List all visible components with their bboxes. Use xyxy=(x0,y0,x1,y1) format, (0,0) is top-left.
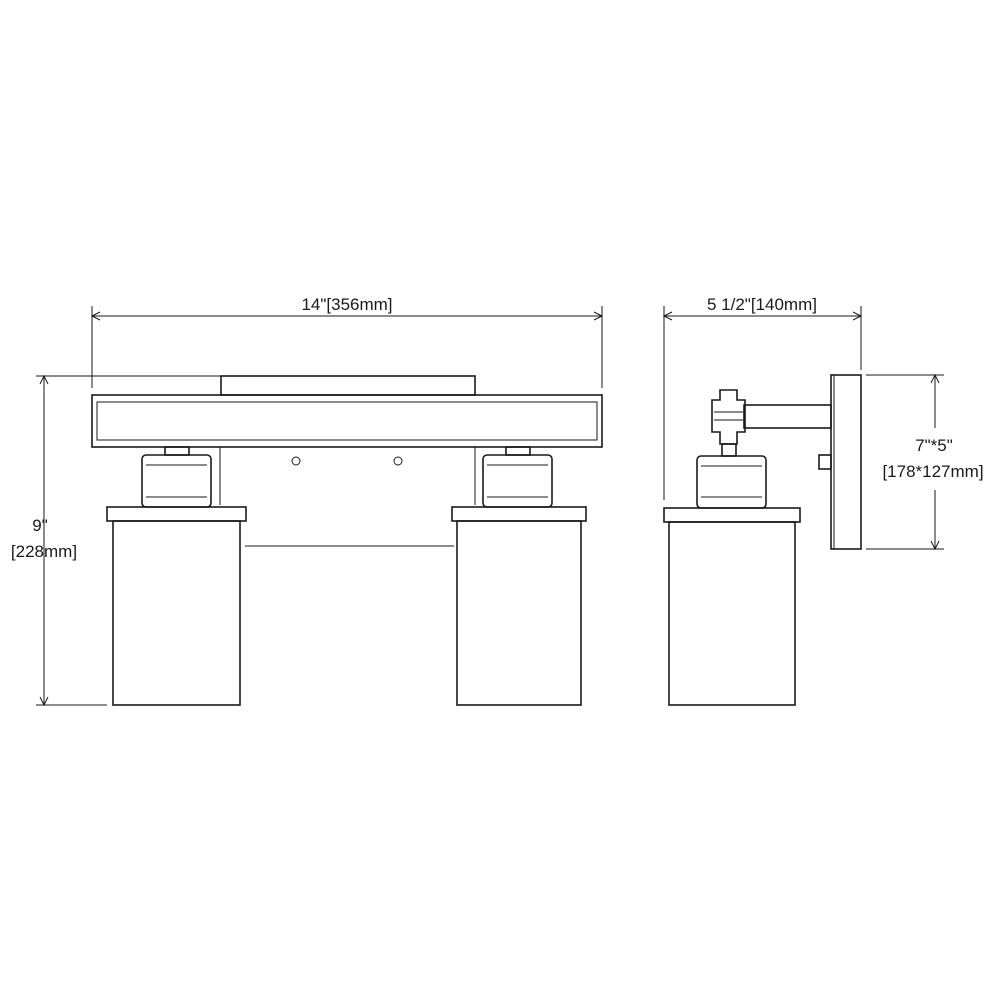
side-socket xyxy=(696,455,767,509)
depth-label: 5 1/2"[140mm] xyxy=(707,295,817,314)
left-shade xyxy=(106,506,247,706)
height-dimension xyxy=(36,374,221,707)
side-shade-rim xyxy=(663,507,801,523)
side-arm xyxy=(743,404,832,429)
mounting-screw-right xyxy=(393,456,403,466)
mounting-plate xyxy=(220,375,476,396)
left-socket xyxy=(141,446,212,508)
backplate-label-in: 7"*5" xyxy=(915,436,953,455)
height-label-in: 9" xyxy=(32,516,48,535)
height-label-mm: [228mm] xyxy=(11,542,77,561)
side-knuckle xyxy=(711,389,746,445)
side-stem xyxy=(721,443,737,457)
side-view xyxy=(663,374,862,706)
side-shade xyxy=(668,521,796,706)
right-shade xyxy=(451,506,587,706)
side-wall-plate xyxy=(830,374,862,550)
right-socket xyxy=(482,446,553,508)
main-bar xyxy=(91,394,603,448)
main-bar-inner xyxy=(96,401,598,441)
backplate-dimension xyxy=(866,373,944,551)
backplate-label-mm: [178*127mm] xyxy=(882,462,983,481)
depth-dimension xyxy=(662,306,863,500)
mounting-screw-left xyxy=(291,456,301,466)
width-label: 14"[356mm] xyxy=(301,295,392,314)
width-dimension xyxy=(90,306,604,388)
front-view xyxy=(91,375,603,706)
side-screw xyxy=(818,454,832,470)
